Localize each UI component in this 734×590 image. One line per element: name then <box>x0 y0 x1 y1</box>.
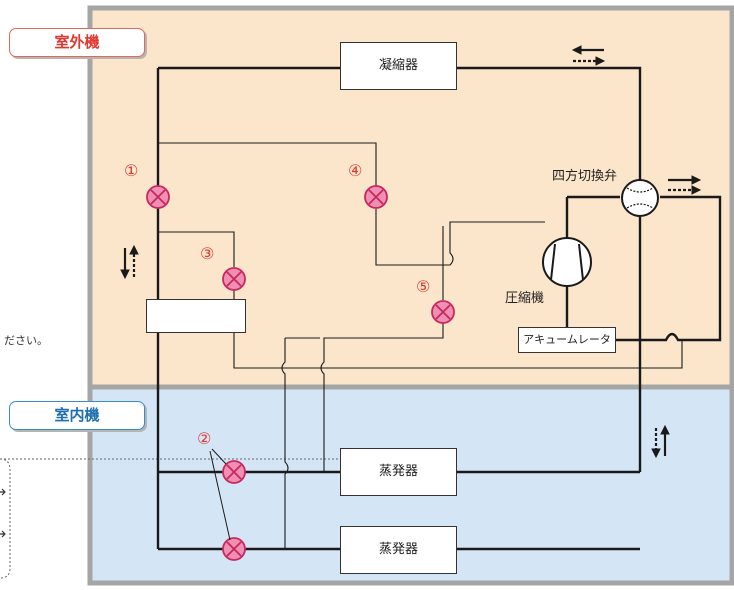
valve-3-label: ③ <box>200 244 215 263</box>
expansion-valve-icon <box>146 185 170 209</box>
pipe-thin-valve1 <box>158 142 377 186</box>
zone-frame <box>87 5 734 586</box>
flow-arrow-dotted-icon <box>691 185 702 195</box>
valve-2-label: ② <box>197 429 212 448</box>
indoor-unit-tag: 室内機 <box>9 401 145 430</box>
flow-arrow-dotted-icon <box>595 56 606 66</box>
expansion-valve-icon <box>431 300 455 324</box>
pipe-compressor-loop <box>567 195 722 342</box>
flow-arrow-solid-icon <box>571 45 582 55</box>
expansion-valve-icon <box>222 267 246 291</box>
condenser-box: 凝縮器 <box>340 42 457 90</box>
flow-arrow-solid-icon <box>120 269 130 280</box>
valve-5-label: ⑤ <box>416 277 431 296</box>
flow-arrow-solid-icon <box>691 175 702 185</box>
receiver-box <box>146 299 246 333</box>
pipe-thin-valve5 <box>320 226 444 472</box>
flow-arrow-dotted-icon <box>651 448 661 459</box>
expansion-valve-icon <box>222 460 246 484</box>
outdoor-unit-tag: 室外機 <box>9 28 145 57</box>
legend-fragment <box>0 458 402 579</box>
evaporator-lower-box: 蒸発器 <box>340 526 457 574</box>
valve-4-label: ④ <box>348 161 363 180</box>
valve2-leader-lines <box>209 448 231 541</box>
compressor-label: 圧縮機 <box>505 291 545 306</box>
pipe-thin-valve4 <box>375 209 545 266</box>
pipe-top <box>158 66 642 180</box>
four-way-valve-icon <box>621 179 659 217</box>
pipe-thin-crossing <box>281 337 320 549</box>
cutoff-note-text: ださい。 <box>4 334 48 347</box>
valve-1-label: ① <box>124 161 139 180</box>
four-way-valve-label: 四方切換弁 <box>552 169 618 184</box>
accumulator-box: アキュームレータ <box>518 327 616 353</box>
evaporator-upper-box: 蒸発器 <box>340 448 457 496</box>
flow-arrow-dotted-icon <box>129 244 139 255</box>
legend-arrow-icon <box>0 530 6 538</box>
legend-arrow-icon <box>0 488 6 496</box>
expansion-valve-icon <box>222 537 246 561</box>
compressor-icon <box>542 237 592 287</box>
flow-arrow-solid-icon <box>660 424 670 435</box>
expansion-valve-icon <box>364 185 388 209</box>
